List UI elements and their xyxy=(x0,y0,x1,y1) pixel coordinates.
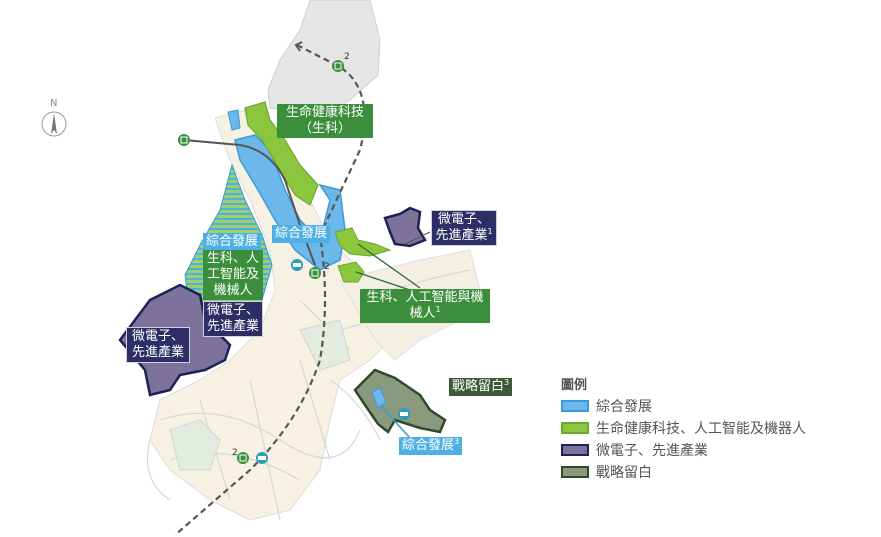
label-line: 工智能及 xyxy=(206,267,259,282)
label-line: 微電子、 xyxy=(131,329,184,344)
label-line: 先進產業 xyxy=(131,345,184,360)
rail-line-dashed xyxy=(174,44,366,536)
station-number-north: 2 xyxy=(344,52,350,62)
life-science-zone-east-2 xyxy=(337,261,365,283)
legend-label: 戰略留白 xyxy=(596,465,652,481)
legend-swatch xyxy=(561,444,589,456)
label-microelectronics-east: 微電子、 先進產業1 xyxy=(431,210,497,246)
label-ai-robotics-west: 生科、人 工智能及 機械人 xyxy=(203,250,263,300)
label-line: 械人 xyxy=(409,306,436,321)
label-ai-robotics-east: 生科、人工智能與機 械人1 xyxy=(360,289,490,323)
label-life-science-north: 生命健康科技 （生科） xyxy=(277,104,373,138)
station-icon-west xyxy=(178,134,190,146)
label-line: 先進產業 xyxy=(207,319,260,334)
legend-item-life-science: 生命健康科技、人工智能及機器人 xyxy=(561,417,806,439)
compass-label: N xyxy=(50,98,58,109)
station-icon-center xyxy=(309,267,321,279)
life-science-zone-east-1 xyxy=(334,227,392,257)
label-line: 生科、人 xyxy=(206,251,259,266)
legend-title: 圖例 xyxy=(561,378,588,393)
label-text: 綜合發展 xyxy=(402,438,455,453)
label-line: 先進產業 xyxy=(435,228,488,243)
footnote-marker: 1 xyxy=(435,305,441,314)
microelectronics-zone-east xyxy=(383,206,427,248)
ferry-icon-south xyxy=(256,452,268,464)
legend-item-comprehensive: 綜合發展 xyxy=(561,395,806,417)
north-area xyxy=(267,0,381,113)
label-line: 生科、人工智能與機 xyxy=(366,290,484,305)
station-number-center: 2 xyxy=(324,262,330,272)
rail-line-solid xyxy=(183,139,316,266)
legend-swatch xyxy=(561,422,589,434)
label-line: 微電子、 xyxy=(437,212,490,227)
north-arrow: N xyxy=(40,98,72,140)
label-line: 機械人 xyxy=(213,283,253,298)
label-text: 戰略留白 xyxy=(452,379,505,394)
station-icon-north xyxy=(332,60,344,72)
ferry-icon-reserve xyxy=(398,408,410,420)
label-comprehensive-west: 綜合發展 xyxy=(203,233,262,251)
legend-label: 生命健康科技、人工智能及機器人 xyxy=(596,421,806,437)
legend-item-strategic-reserve: 戰略留白 xyxy=(561,461,806,483)
label-microelectronics-west: 微電子、 先進產業 xyxy=(126,327,190,363)
legend-swatch xyxy=(561,400,589,412)
life-science-zone-north xyxy=(244,101,319,206)
label-line: 生命健康科技 xyxy=(285,105,364,120)
station-number-south: 2 xyxy=(232,448,238,458)
label-comprehensive-south: 綜合發展3 xyxy=(399,437,463,455)
label-microelectronics-west-small: 微電子、 先進產業 xyxy=(203,301,263,337)
map-legend: 圖例 綜合發展 生命健康科技、人工智能及機器人 微電子、先進產業 戰略留白 xyxy=(561,374,806,483)
footnote-marker: 3 xyxy=(454,437,460,446)
label-line: （生科） xyxy=(298,121,351,136)
label-line: 微電子、 xyxy=(207,303,260,318)
label-strategic-reserve: 戰略留白3 xyxy=(449,378,513,396)
ferry-icon-center xyxy=(291,259,303,271)
legend-label: 綜合發展 xyxy=(596,399,652,415)
legend-label: 微電子、先進產業 xyxy=(596,443,708,459)
strategic-reserve-zone xyxy=(353,368,447,434)
label-comprehensive-center: 綜合發展 xyxy=(272,225,331,243)
station-icon-south xyxy=(237,452,249,464)
footnote-marker: 1 xyxy=(487,227,493,236)
footnote-marker: 3 xyxy=(504,378,510,387)
legend-swatch xyxy=(561,466,589,478)
legend-item-microelectronics: 微電子、先進產業 xyxy=(561,439,806,461)
compass-icon xyxy=(41,111,67,137)
